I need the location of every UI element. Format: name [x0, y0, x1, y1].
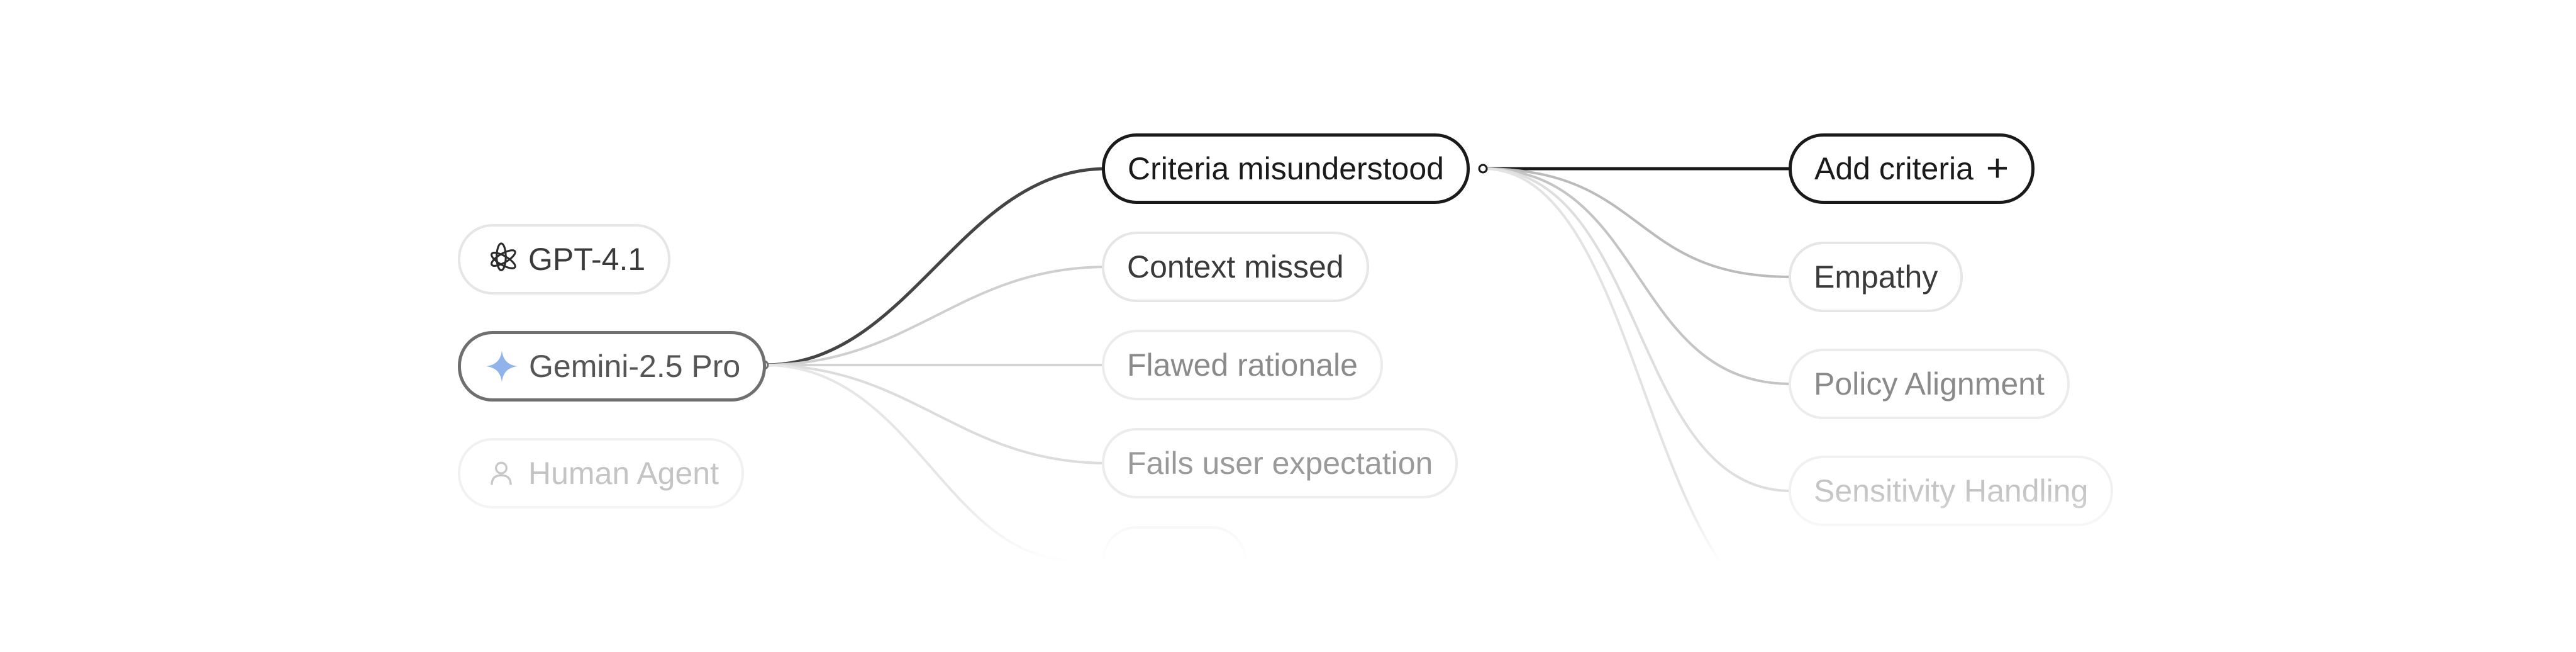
model-label: Human Agent: [528, 456, 719, 491]
model-node-gpt[interactable]: GPT-4.1: [458, 224, 671, 295]
gemini-sparkle-icon: [484, 348, 520, 385]
plus-icon: +: [1985, 147, 2009, 190]
edge-gemini-expectation: [763, 364, 1108, 464]
criteria-label: Empathy: [1814, 259, 1938, 295]
model-node-gemini[interactable]: Gemini-2.5 Pro: [458, 331, 767, 402]
reason-label: Fails user expectation: [1127, 446, 1433, 481]
reason-node-expectation[interactable]: Fails user expectation: [1102, 428, 1458, 498]
criteria-label: Policy Alignment: [1814, 366, 2045, 402]
edge-criteria-sensitivity: [1482, 167, 1792, 492]
edge-criteria-empathy: [1482, 167, 1792, 278]
reason-node-criteria[interactable]: Criteria misunderstood: [1102, 133, 1470, 204]
edge-gemini-criteria: [763, 167, 1108, 367]
edge-gemini-context: [763, 266, 1108, 366]
model-label: GPT-4.1: [528, 242, 646, 277]
reason-label: Context missed: [1127, 249, 1344, 284]
openai-icon: [483, 241, 519, 278]
criteria-node-empathy[interactable]: Empathy: [1789, 242, 1963, 312]
add-criteria-label: Add criteria: [1814, 151, 1974, 186]
model-label: Gemini-2.5 Pro: [529, 349, 741, 384]
reason-label: Flawed rationale: [1127, 347, 1358, 383]
reason-node-rationale[interactable]: Flawed rationale: [1102, 330, 1383, 400]
bottom-fade-overlay: [0, 491, 2576, 652]
add-criteria-button[interactable]: Add criteria +: [1789, 133, 2035, 204]
criteria-output-handle[interactable]: [1478, 164, 1488, 174]
criteria-node-policy[interactable]: Policy Alignment: [1789, 349, 2070, 419]
edge-criteria-policy: [1482, 167, 1792, 385]
reason-label: Criteria misunderstood: [1128, 151, 1444, 186]
person-icon: [483, 455, 519, 492]
reason-node-context[interactable]: Context missed: [1102, 232, 1369, 302]
